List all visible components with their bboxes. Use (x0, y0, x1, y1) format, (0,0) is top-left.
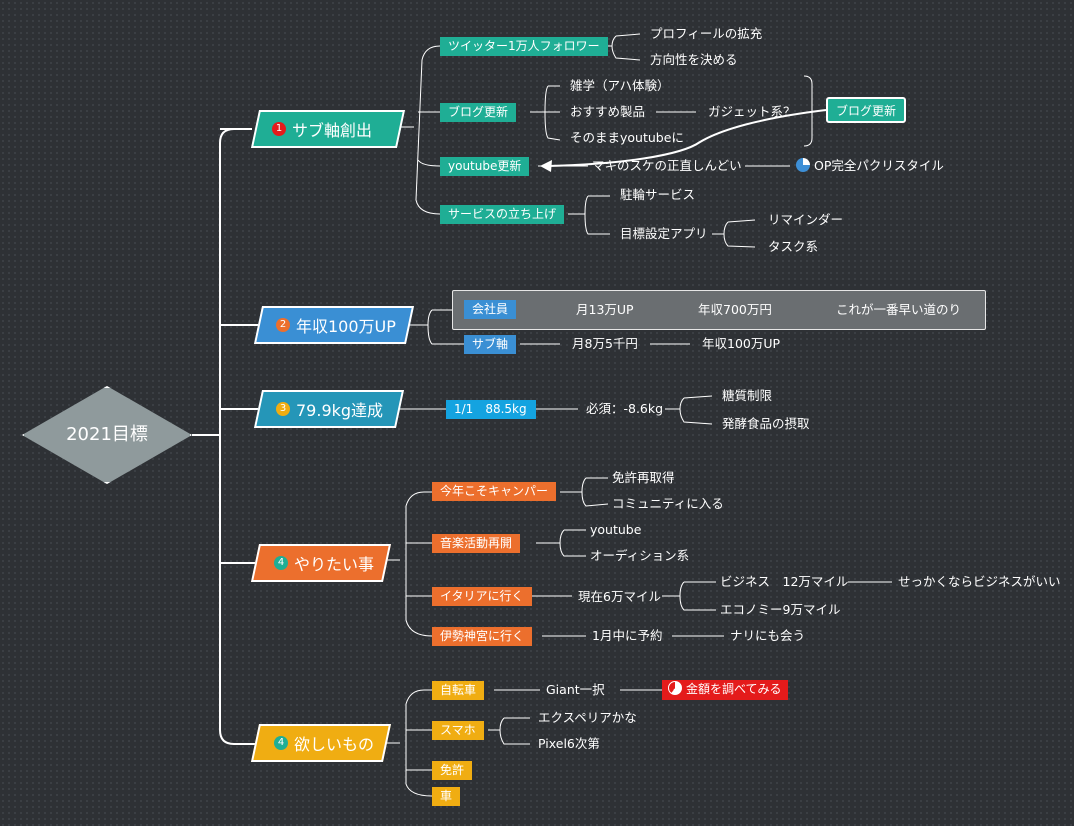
item-bike-parking: 駐輪サービス (620, 187, 696, 202)
tag-check-price[interactable]: 金額を調べてみる (662, 680, 788, 700)
item-audition: オーディション系 (590, 548, 690, 563)
tag-music[interactable]: 音楽活動再開 (432, 534, 521, 553)
item-meet-nari: ナリにも会う (730, 628, 806, 643)
main-node-weight-label: 3 79.9kg達成 (276, 390, 383, 428)
priority-4-badge: 4 (274, 736, 288, 750)
item-community: コミュニティに入る (612, 496, 724, 511)
tag-license[interactable]: 免許 (432, 761, 473, 780)
item-annual-700: 年収700万円 (698, 302, 772, 317)
item-recommend: おすすめ製品 (570, 104, 646, 119)
item-trivia: 雑学（アハ体験） (570, 78, 670, 93)
priority-1-badge: 1 (272, 122, 286, 136)
item-low-carb: 糖質制限 (722, 388, 773, 403)
item-gadget: ガジェット系？ (708, 104, 796, 119)
tag-camper[interactable]: 今年こそキャンパー (432, 482, 557, 501)
item-xperia: エクスペリアかな (538, 710, 637, 725)
item-current-miles: 現在6万マイル (578, 589, 661, 604)
tag-company-employee[interactable]: 会社員 (464, 300, 517, 319)
item-direction: 方向性を決める (650, 52, 738, 67)
item-goal-app: 目標設定アプリ (620, 226, 708, 241)
item-makinosuke: マキのスケの正直しんどい (592, 158, 742, 173)
item-giant: Giant一択 (546, 682, 605, 697)
item-reserve: 1月中に予約 (592, 628, 663, 643)
highlight-boundary (452, 290, 986, 330)
item-task: タスク系 (768, 239, 819, 254)
main-node-sub-axis-label: 1 サブ軸創出 (272, 110, 372, 148)
priority-2-badge: 2 (276, 318, 290, 332)
item-annual-100: 年収100万UP (702, 336, 781, 351)
floating-blog-node[interactable]: ブログ更新 (826, 97, 907, 123)
tag-smartphone[interactable]: スマホ (432, 721, 484, 740)
item-prefer-business: せっかくならビジネスがいい (898, 574, 1061, 589)
item-music-youtube: youtube (590, 522, 642, 537)
main-title: 79.9kg達成 (296, 401, 384, 420)
tag-blog[interactable]: ブログ更新 (440, 103, 517, 122)
item-fastest-way: これが一番早い道のり (836, 302, 962, 317)
item-profile: プロフィールの拡充 (650, 26, 763, 41)
item-required-loss: 必須：-8.6kg (586, 401, 664, 416)
main-node-todo-label: 4 やりたい事 (274, 544, 374, 582)
progress-pie-icon (796, 158, 810, 172)
priority-3-badge: 3 (276, 402, 290, 416)
main-title: 欲しいもの (294, 735, 375, 754)
item-op-style: OP完全パクリスタイル (796, 158, 944, 174)
item-monthly-up: 月13万UP (576, 302, 634, 317)
item-youtube-as-is: そのままyoutubeに (570, 130, 684, 145)
progress-pie-icon (668, 681, 682, 695)
tag-bicycle[interactable]: 自転車 (432, 681, 485, 700)
tag-ise[interactable]: 伊勢神宮に行く (432, 627, 533, 646)
item-economy-miles: エコノミー9万マイル (720, 602, 841, 617)
tag-italy[interactable]: イタリアに行く (432, 587, 532, 606)
main-title: 年収100万UP (296, 317, 396, 336)
main-node-wants-label: 4 欲しいもの (274, 724, 374, 762)
tag-side-axis[interactable]: サブ軸 (464, 335, 517, 354)
tag-twitter[interactable]: ツイッター1万人フォロワー (440, 37, 608, 56)
item-fermented-food: 発酵食品の摂取 (722, 416, 810, 431)
item-reminder: リマインダー (768, 212, 844, 227)
tag-car[interactable]: 車 (432, 787, 461, 806)
tag-youtube[interactable]: youtube更新 (440, 157, 530, 176)
root-label: 2021目標 (66, 424, 148, 445)
item-license-renew: 免許再取得 (612, 470, 675, 485)
main-node-income-label: 2 年収100万UP (276, 306, 396, 344)
main-title: サブ軸創出 (292, 121, 373, 140)
item-monthly-85k: 月8万5千円 (572, 336, 638, 351)
tag-service[interactable]: サービスの立ち上げ (440, 205, 565, 224)
tag-weight-now[interactable]: 1/1 88.5kg (446, 400, 536, 419)
item-pixel6: Pixel6次第 (538, 736, 600, 751)
item-business-miles: ビジネス 12万マイル (720, 574, 849, 589)
priority-4-badge: 4 (274, 556, 288, 570)
main-title: やりたい事 (294, 555, 375, 574)
